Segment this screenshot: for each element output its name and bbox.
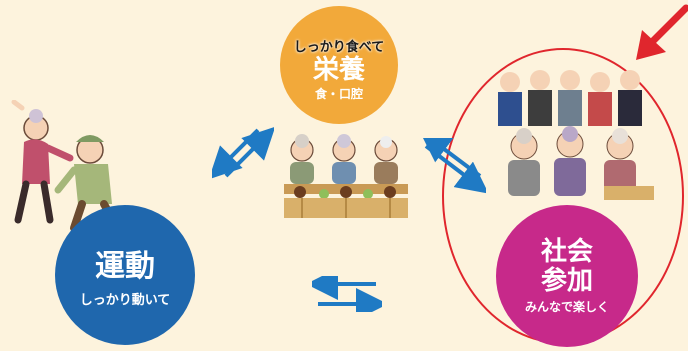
nutrition-social-arrows (420, 138, 486, 194)
social-circle: 社会 参加 みんなで楽しく (496, 205, 638, 347)
exercise-subtitle: しっかり動いて (79, 292, 171, 308)
nutrition-title: 栄養 (312, 55, 365, 85)
nutrition-top-text: しっかり食べて (293, 40, 385, 55)
exercise-social-arrows (312, 276, 382, 312)
pointer-arrow-icon (636, 4, 688, 60)
social-title-line1: 社会 (540, 236, 593, 267)
social-title-line2: 参加 (540, 265, 593, 296)
nutrition-illustration (284, 134, 408, 218)
exercise-nutrition-arrows (212, 126, 274, 180)
exercise-circle: 運動 しっかり動いて (55, 205, 195, 345)
nutrition-circle: しっかり食べて 栄養 食・口腔 (280, 6, 398, 124)
social-illustration (498, 70, 654, 200)
social-subtitle: みんなで楽しく (524, 299, 609, 314)
nutrition-subtitle: 食・口腔 (314, 87, 363, 101)
exercise-title: 運動 (95, 248, 155, 284)
